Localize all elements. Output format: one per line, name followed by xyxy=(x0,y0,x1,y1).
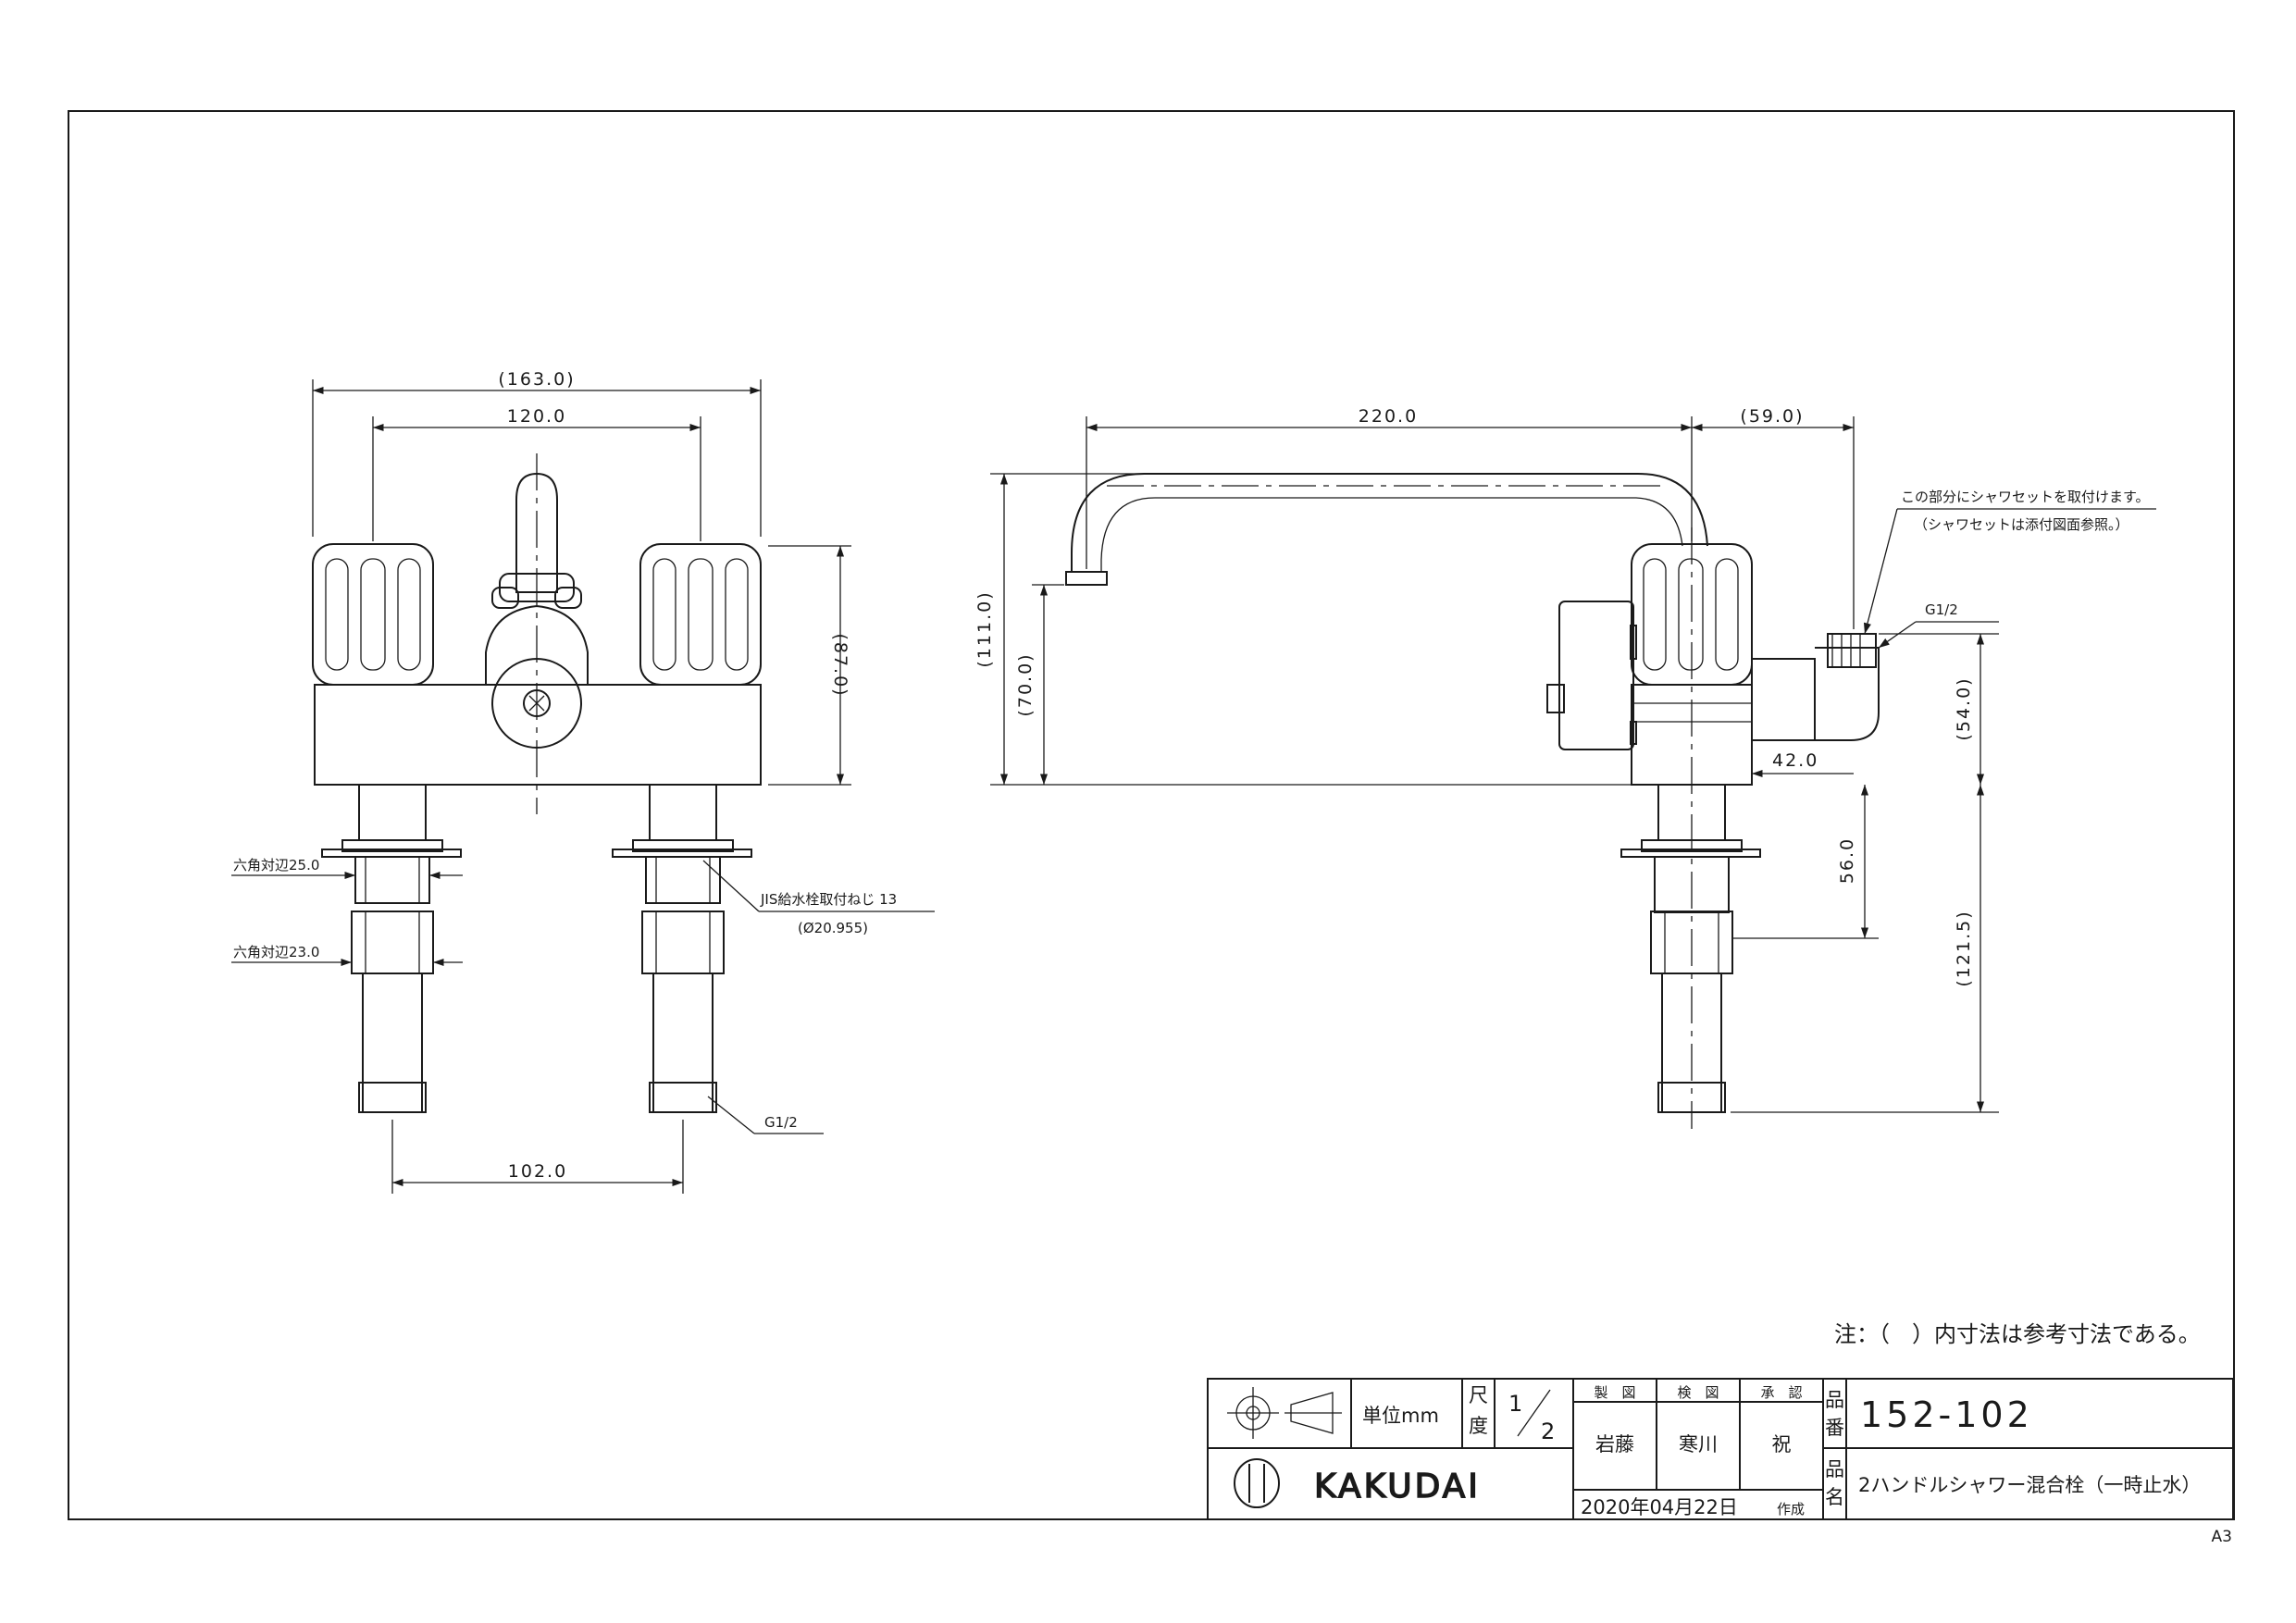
note-shower-ref: （シャワセットは添付図面参照。） xyxy=(1914,516,2129,533)
dim-body-height: (87.0) xyxy=(830,633,850,697)
dim-outlet-offset: (59.0) xyxy=(1740,406,1804,427)
part-no-label-bottom: 番 xyxy=(1825,1417,1844,1439)
dim-handle-pitch: 120.0 xyxy=(507,406,566,427)
approved-by: 祝 xyxy=(1772,1433,1792,1456)
label-front-g12: G1/2 xyxy=(764,1114,798,1131)
company-name: KAKUDAI xyxy=(1314,1468,1481,1505)
projection-symbol-icon xyxy=(1227,1387,1342,1439)
part-name-label-top: 品 xyxy=(1825,1458,1844,1481)
part-no-label-top: 品 xyxy=(1825,1389,1844,1411)
part-name: 2ハンドルシャワー混合栓（一時止水） xyxy=(1858,1474,2201,1496)
creation-suffix: 作成 xyxy=(1777,1501,1805,1518)
checked-by: 寒川 xyxy=(1679,1433,1718,1456)
kakudai-logo-icon xyxy=(1234,1458,1280,1508)
label-jis-thread: JIS給水栓取付ねじ 13 xyxy=(760,891,897,908)
front-view: (163.0) 120.0 (87.0) 六角対辺25.0 六角対辺23.0 J… xyxy=(231,369,935,1194)
drawing-border xyxy=(68,110,2235,1520)
dim-outlet-height: (54.0) xyxy=(1954,676,1974,740)
dim-outlet-depth: 42.0 xyxy=(1772,750,1818,771)
label-hex-25: 六角対辺25.0 xyxy=(233,857,319,873)
title-block: 単位mm 尺 度 1 2 製 図 検 図 承 認 岩藤 寒川 祝 品 番 152… xyxy=(1207,1378,2234,1520)
dim-spout-height: (70.0) xyxy=(1015,652,1036,716)
side-view: 220.0 (59.0) (111.0) (70.0) この部分にシャワセットを… xyxy=(974,406,2156,1129)
reference-dimension-note: 注：（ ）内寸法は参考寸法である。 xyxy=(1834,1321,2201,1347)
label-jis-diameter: (Ø20.955) xyxy=(798,920,868,936)
dim-pipe-pitch: 102.0 xyxy=(508,1161,567,1182)
dim-total-height: (111.0) xyxy=(974,590,995,667)
drawn-by: 岩藤 xyxy=(1595,1433,1634,1456)
part-number: 152-102 xyxy=(1860,1394,2033,1435)
creation-date: 2020年04月22日 xyxy=(1581,1496,1738,1518)
dim-spout-reach: 220.0 xyxy=(1359,406,1418,427)
scale-denominator: 2 xyxy=(1541,1419,1555,1444)
scale-label-bottom: 度 xyxy=(1469,1415,1488,1437)
scale-numerator: 1 xyxy=(1508,1391,1522,1417)
note-shower-attach: この部分にシャワセットを取付けます。 xyxy=(1901,489,2150,505)
label-outlet-g12: G1/2 xyxy=(1925,601,1958,618)
approved-header: 承 認 xyxy=(1760,1384,1802,1401)
dim-overall-width: (163.0) xyxy=(498,369,575,390)
scale-label-top: 尺 xyxy=(1469,1384,1488,1406)
drawn-header: 製 図 xyxy=(1594,1384,1635,1401)
label-hex-23: 六角対辺23.0 xyxy=(233,944,319,960)
unit-label: 単位mm xyxy=(1362,1405,1439,1427)
dim-nut-depth: 56.0 xyxy=(1837,837,1857,884)
part-name-label-bottom: 名 xyxy=(1825,1486,1844,1508)
checked-header: 検 図 xyxy=(1677,1384,1719,1401)
sheet-size: A3 xyxy=(2212,1528,2232,1546)
dim-pipe-length: (121.5) xyxy=(1954,910,1974,986)
